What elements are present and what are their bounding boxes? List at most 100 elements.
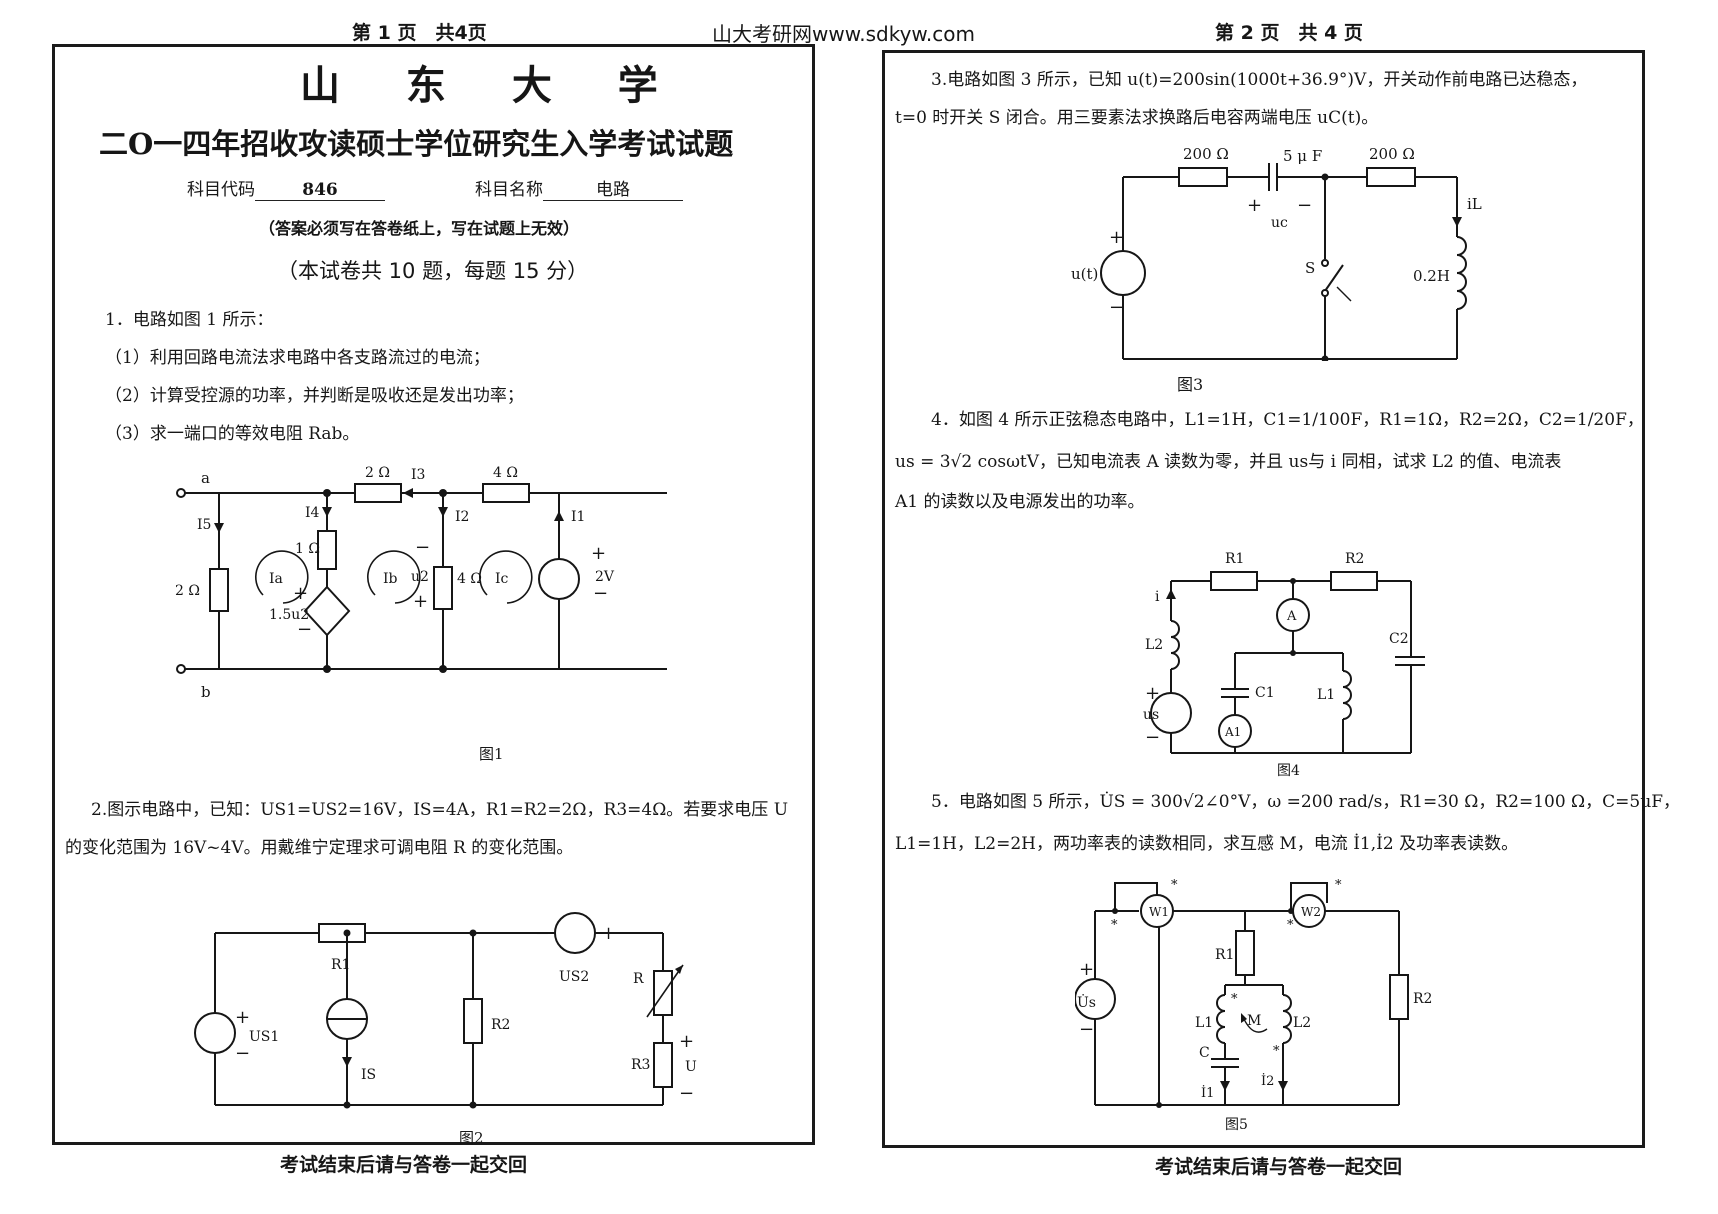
fig1-label-a: a [201,469,210,487]
fig2-label-r: R [633,971,644,987]
q4-line3: A1 的读数以及电源发出的功率。 [895,492,1145,512]
fig5-star-l1: * [1231,992,1238,1007]
fig1-dep-minus: − [297,619,312,640]
q3-line2: t=0 时开关 S 闭合。用三要素法求换路后电容两端电压 uC(t)。 [895,108,1379,128]
fig1-label-b: b [201,683,211,701]
q1-part1: （1）利用回路电流法求电路中各支路流过的电流； [105,348,490,368]
subject-name-value: 电路 [543,175,683,201]
site-watermark: 山大考研网www.sdkyw.com [712,22,976,46]
fig5-label-r2: R2 [1413,991,1432,1007]
fig4-label-r1: R1 [1225,551,1244,567]
fig2-caption: 图2 [459,1129,484,1147]
fig1-u2-minus: − [415,537,430,558]
fig3-label-s: S [1305,259,1315,277]
figure-4-circuit: R1 R2 i A L2 C1 L1 C2 us + − A1 图4 [1143,551,1425,779]
fig5-label-r1: R1 [1215,947,1234,963]
fig1-label-u2: u2 [411,569,429,585]
fig1-label-i4: I4 [305,505,320,521]
fig3-label-r-right: 200 Ω [1369,145,1415,163]
fig4-label-l2: L2 [1145,637,1163,653]
fig5-label-l1: L1 [1195,1015,1213,1031]
fig5-star-w2-left: * [1287,918,1294,933]
fig2-u-plus: + [679,1031,694,1052]
fig4-label-i: i [1155,589,1160,605]
fig5-label-l2: L2 [1293,1015,1311,1031]
page-number-right: 第 2 页 共 4 页 [1215,22,1363,44]
fig2-label-us1: US1 [249,1029,279,1045]
fig2-us2-minus: − [535,923,550,944]
exam-title: 二O一四年招收攻读硕士学位研究生入学考试试题 [99,127,734,161]
subject-code-label: 科目代码 [187,180,255,200]
fig3-label-ut: u(t) [1071,265,1098,283]
q1-part3: （3）求一端口的等效电阻 Rab。 [105,424,360,444]
question-count: （本试卷共 10 题，每题 15 分） [277,259,589,283]
fig1-label-i3: I3 [411,467,425,483]
footer-right: 考试结束后请与答卷一起交回 [1155,1156,1403,1178]
fig1-src-minus: − [593,583,608,604]
fig4-label-l1: L1 [1317,687,1335,703]
figure-3-circuit: 200 Ω 5 μ F 200 Ω iL u(t) + − + − uc S 0… [1071,145,1482,361]
fig3-uc-minus: − [1297,195,1312,216]
fig5-star-w1-left: * [1111,918,1118,933]
q2-line2: 的变化范围为 16V~4V。用戴维宁定理求可调电阻 R 的变化范围。 [65,838,574,858]
university-name: 山 东 大 学 [300,62,684,109]
footer-left: 考试结束后请与答卷一起交回 [280,1154,528,1176]
fig4-label-r2: R2 [1345,551,1364,567]
subject-name-label: 科目名称 [475,180,543,200]
fig1-label-2v: 2V [595,569,615,585]
q3-line1: 3.电路如图 3 所示，已知 u(t)=200sin(1000t+36.9°)V… [931,70,1588,90]
figure-2-circuit: R1 US1 + − IS R2 US2 − + R R3 + U − 图2 [194,912,697,1147]
fig4-label-us: us [1143,707,1159,723]
q4-line1: 4．如图 4 所示正弦稳态电路中，L1=1H，C1=1/100F，R1=1Ω，R… [931,410,1644,430]
fig5-star-w2-top: * [1335,878,1342,893]
fig1-label-i1: I1 [571,509,585,525]
fig5-label-w1: W1 [1149,905,1169,919]
fig3-label-uc: uc [1271,215,1288,231]
fig1-label-i2: I2 [455,509,469,525]
fig3-label-r-left: 200 Ω [1183,145,1229,163]
fig1-label-r1: 1 Ω [295,541,320,557]
fig2-label-is: IS [361,1067,376,1083]
fig3-label-il: iL [1467,195,1482,213]
page-number-left: 第 1 页 共4页 [352,22,487,44]
exam-page-2: 3.电路如图 3 所示，已知 u(t)=200sin(1000t+36.9°)V… [882,50,1680,1148]
q1-intro: 1．电路如图 1 所示： [105,310,274,330]
fig3-src-minus: − [1109,297,1124,318]
fig1-label-r2left: 2 Ω [175,583,200,599]
fig2-label-r2: R2 [491,1017,510,1033]
q5-line1: 5．电路如图 5 所示，U̇S = 300√2∠0°V，ω =200 rad/s… [931,792,1681,812]
fig4-us-plus: + [1145,683,1160,704]
fig2-us1-plus: + [235,1007,250,1028]
fig3-src-plus: + [1109,227,1124,248]
fig2-u-minus: − [679,1083,694,1104]
figure-1-circuit: a b 2 Ω I3 4 Ω I4 I2 I1 I5 1 Ω 2 Ω Ia Ib… [175,465,667,763]
fig5-us-plus: + [1079,959,1094,980]
fig1-u2-plus: + [413,591,428,612]
fig3-uc-plus: + [1247,195,1262,216]
fig2-label-r1: R1 [331,957,350,973]
fig5-label-us: U̇s [1077,993,1096,1011]
q5-line2: L1=1H，L2=2H，两功率表的读数相同，求互感 M，电流 İ1,İ2 及功率… [895,834,1519,854]
fig1-label-r4mid: 4 Ω [457,571,482,587]
fig5-star-w1-top: * [1171,878,1178,893]
fig1-label-r2top: 2 Ω [365,465,390,481]
subject-name-row: 科目名称电路 [475,175,683,201]
fig4-label-a: A [1286,609,1297,624]
fig1-label-i5: I5 [197,517,211,533]
fig5-label-i2: İ2 [1261,1072,1274,1089]
fig5-label-m: M [1247,1013,1261,1029]
fig1-label-dep: 1.5u2 [269,607,309,623]
fig2-label-us2: US2 [559,969,589,985]
fig5-label-i1: İ1 [1201,1084,1214,1101]
q1-part2: （2）计算受控源的功率，并判断是吸收还是发出功率； [105,386,524,406]
fig1-label-ic: Ic [495,571,509,587]
fig1-label-ia: Ia [269,571,283,587]
fig3-caption: 图3 [1177,375,1204,394]
fig5-label-c: C [1199,1045,1210,1061]
fig5-caption: 图5 [1225,1117,1248,1133]
fig5-star-l2: * [1273,1044,1280,1059]
fig4-label-a1: A1 [1224,725,1241,739]
fig2-label-u: U [685,1059,697,1075]
